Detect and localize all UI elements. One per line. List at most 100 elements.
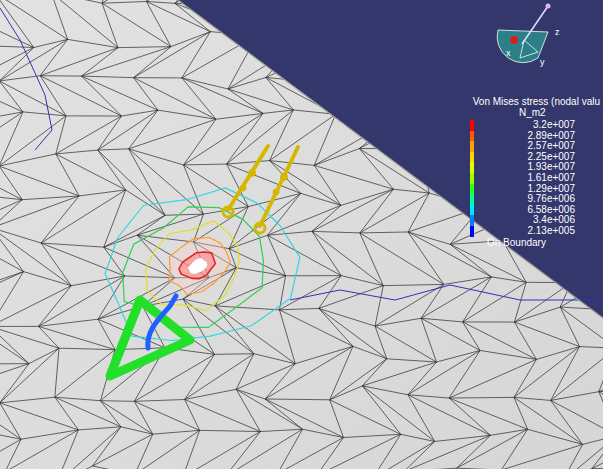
mesh-edge [104, 235, 137, 247]
mesh-edge [171, 32, 210, 47]
mesh-edge [0, 307, 29, 363]
mesh-edge [457, 468, 502, 469]
axis-label: y [540, 58, 545, 67]
mesh-edge [228, 89, 263, 113]
mesh-edge [362, 362, 436, 386]
mesh-edge [580, 347, 603, 349]
mesh-edge [0, 326, 38, 327]
mesh-edge [326, 40, 348, 83]
mesh-edge [93, 466, 135, 469]
mesh-edge [421, 318, 436, 362]
mesh-edge [450, 160, 534, 207]
mesh-edge [593, 76, 603, 117]
mesh-edge [359, 117, 398, 149]
mesh-edge [137, 215, 165, 235]
mesh-edge [41, 243, 125, 276]
mesh-edge [551, 392, 599, 401]
mesh-edge [319, 286, 383, 309]
mesh-edge [449, 397, 514, 399]
mesh-edge [0, 196, 79, 228]
mesh-edge [360, 189, 394, 233]
mesh-edge [341, 276, 383, 286]
legend-value: 2.57e+007 [527, 141, 575, 151]
mesh-edge [343, 434, 400, 437]
mesh-edge [55, 397, 121, 427]
mesh-edge [56, 116, 122, 154]
mesh-edge [265, 8, 348, 40]
mesh-edge [583, 436, 603, 445]
mesh-edge [404, 435, 490, 469]
mesh-edge [593, 49, 603, 76]
mesh-edge [449, 359, 536, 398]
mesh-edge [563, 444, 583, 469]
mesh-edge [303, 429, 344, 437]
mesh-edge [514, 347, 580, 398]
mesh-edge [236, 389, 302, 429]
mesh-edge [40, 75, 81, 76]
mesh-edge [450, 244, 526, 282]
mesh-edge [0, 228, 41, 243]
legend-title: Von Mises stress (nodal valu [473, 97, 600, 107]
mesh-edge [372, 441, 434, 469]
mesh-edge [313, 0, 394, 39]
mesh-edge [184, 164, 227, 166]
mesh-edge [450, 244, 491, 277]
mesh-edge [129, 119, 216, 149]
mesh-edge [182, 78, 216, 119]
mesh-edge [266, 49, 291, 77]
mesh-edge [418, 112, 428, 149]
mesh-edge [0, 363, 29, 364]
mesh-edge [265, 399, 330, 401]
mesh-edge [0, 0, 68, 39]
mesh-edge [450, 123, 523, 160]
mesh-edge [553, 237, 603, 245]
mesh-edge [408, 395, 435, 442]
mesh-edge [236, 354, 254, 390]
mesh-edge [0, 166, 22, 200]
mesh-edge [571, 268, 603, 282]
mesh-edge [102, 3, 118, 47]
mesh-edge [126, 190, 166, 215]
mesh-edge [134, 32, 211, 78]
mesh-edge [0, 81, 66, 116]
mesh-edge [526, 282, 571, 283]
mesh-edge [0, 39, 68, 81]
mesh-edge [546, 76, 593, 80]
mesh-edge [0, 364, 29, 403]
mesh-edge [0, 272, 24, 327]
mesh-edge [265, 399, 302, 429]
mesh-edge [551, 400, 603, 435]
mesh-edge [98, 319, 115, 349]
mesh-edge [593, 76, 603, 83]
mesh-edge [367, 35, 429, 77]
mesh-edge [560, 283, 571, 307]
mesh-edge [0, 200, 22, 232]
mesh-edge [40, 39, 67, 75]
axis-label: x [506, 49, 511, 58]
mesh-edge [134, 78, 216, 120]
mesh-edge [551, 347, 580, 401]
mesh-edge [268, 235, 342, 275]
mesh-edge [553, 237, 603, 268]
mesh-edge [336, 114, 399, 116]
mesh-edge [215, 276, 285, 306]
legend-value: 6.58e+006 [527, 205, 575, 215]
mesh-edge [0, 228, 71, 286]
mesh-edge [265, 0, 334, 8]
mesh-edge [359, 149, 393, 190]
mesh-edge [265, 8, 291, 49]
mesh-edge [314, 165, 341, 205]
mesh-edge [134, 401, 199, 430]
mesh-edge [268, 231, 312, 235]
mesh-edge [239, 5, 257, 35]
mesh-edge [158, 110, 216, 119]
mesh-edge [496, 123, 523, 160]
mesh-edge [501, 444, 582, 469]
mesh-edge [286, 275, 342, 276]
mesh-edge [129, 149, 184, 165]
mesh-edge [589, 168, 603, 193]
legend-value: 3.4e+006 [533, 215, 575, 225]
mesh-edge [418, 149, 450, 160]
mesh-edge [82, 48, 119, 76]
